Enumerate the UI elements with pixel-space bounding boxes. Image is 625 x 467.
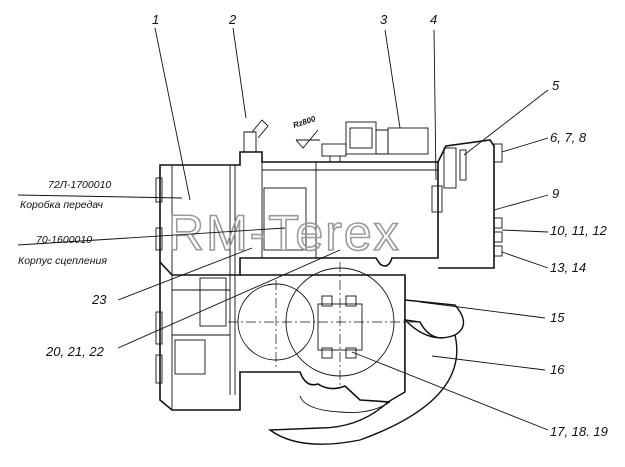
- callout-4: 4: [430, 12, 437, 27]
- callout-13-14: 13, 14: [550, 260, 586, 275]
- assembly-1-number: 72Л-1700010: [48, 179, 111, 191]
- mount-drawing: [228, 262, 465, 445]
- gearbox-drawing: [155, 119, 503, 411]
- callout-1: 1: [152, 12, 159, 27]
- callout-6-7-8: 6, 7, 8: [550, 130, 587, 145]
- callout-2: 2: [228, 12, 237, 27]
- callout-5: 5: [552, 78, 560, 93]
- callout-20-21-22: 20, 21, 22: [45, 344, 105, 359]
- callout-23: 23: [91, 292, 107, 307]
- callout-16: 16: [550, 362, 565, 377]
- surface-finish-label: Rz800: [292, 114, 317, 130]
- callout-15: 15: [550, 310, 565, 325]
- callout-10-11-12: 10, 11, 12: [550, 223, 608, 238]
- leader-lines: [17, 27, 549, 431]
- callout-9: 9: [552, 186, 559, 201]
- assembly-2-name: Корпус сцепления: [18, 255, 107, 267]
- callout-17-18-19: 17, 18. 19: [550, 424, 608, 439]
- assembly-1-name: Коробка передач: [20, 199, 103, 211]
- callout-3: 3: [380, 12, 388, 27]
- assembly-2-number: 70-1600010: [36, 234, 92, 246]
